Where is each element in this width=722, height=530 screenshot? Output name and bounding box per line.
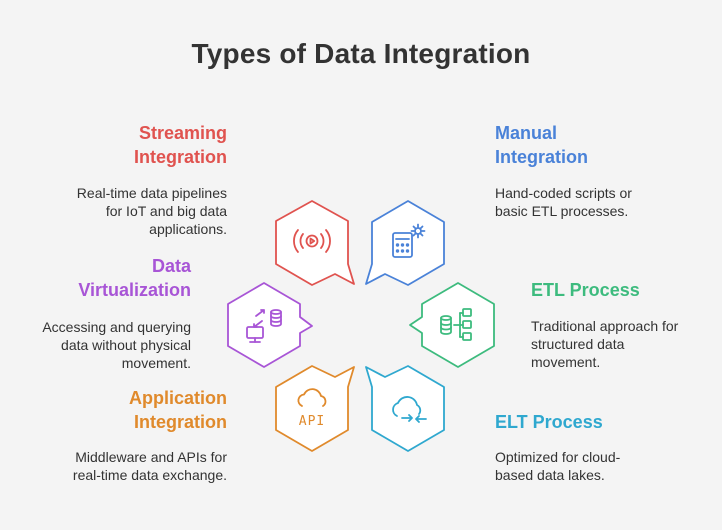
streaming-hexagon (275, 200, 355, 286)
virtualization-title-line1: Data (151, 256, 191, 276)
virtualization-desc-line2: data without physical (61, 337, 191, 353)
virtualization-title-line2: Virtualization (78, 280, 191, 300)
elt-block: ELT Process Optimized for cloud- based d… (495, 410, 620, 484)
virtualization-desc-line1: Accessing and querying (42, 319, 191, 335)
application-desc-line1: Middleware and APIs for (75, 449, 227, 465)
manual-hexagon (365, 200, 445, 286)
database-monitor-sync-icon (246, 309, 282, 343)
elt-desc-line1: Optimized for cloud- (495, 449, 621, 465)
streaming-desc-line2: for IoT and big data (105, 203, 227, 219)
elt-hexagon (365, 365, 445, 452)
api-label: API (299, 414, 325, 429)
etl-block: ETL Process Traditional approach for str… (531, 278, 678, 371)
streaming-block: Streaming Integration Real-time data pip… (77, 121, 227, 238)
application-desc-line2: real-time data exchange. (72, 467, 227, 483)
elt-title: ELT Process (495, 412, 603, 432)
manual-title-line2: Integration (495, 147, 588, 167)
manual-desc-line1: Hand-coded scripts or (495, 185, 632, 201)
application-title-line1: Application (129, 388, 227, 408)
etl-desc-line2: structured data (531, 336, 625, 352)
virtualization-block: Data Virtualization Accessing and queryi… (42, 254, 191, 372)
etl-desc-line1: Traditional approach for (531, 318, 679, 334)
elt-desc-line2: based data lakes. (495, 467, 605, 483)
streaming-title-line2: Integration (134, 147, 227, 167)
application-hexagon: API (275, 365, 355, 452)
cloud-api-icon: API (297, 388, 327, 429)
calculator-gear-icon (392, 223, 426, 258)
cloud-transfer-icon (392, 396, 427, 423)
page-title: Types of Data Integration (191, 38, 531, 69)
manual-title-line1: Manual (495, 123, 558, 143)
application-block: Application Integration Middleware and A… (73, 386, 227, 484)
etl-title: ETL Process (531, 280, 640, 300)
streaming-desc-line3: applications. (149, 221, 227, 237)
etl-desc-line3: movement. (531, 354, 601, 370)
virtualization-desc-line3: movement. (121, 355, 191, 371)
etl-hexagon (409, 282, 495, 368)
streaming-desc-line1: Real-time data pipelines (76, 185, 227, 201)
application-title-line2: Integration (134, 412, 227, 432)
manual-desc-line2: basic ETL processes. (495, 203, 629, 219)
virtualization-hexagon (227, 282, 313, 368)
broadcast-play-icon (293, 229, 331, 253)
database-pipeline-icon (440, 308, 472, 341)
manual-block: Manual Integration Hand-coded scripts or… (495, 121, 632, 220)
streaming-title-line1: Streaming (138, 123, 227, 143)
